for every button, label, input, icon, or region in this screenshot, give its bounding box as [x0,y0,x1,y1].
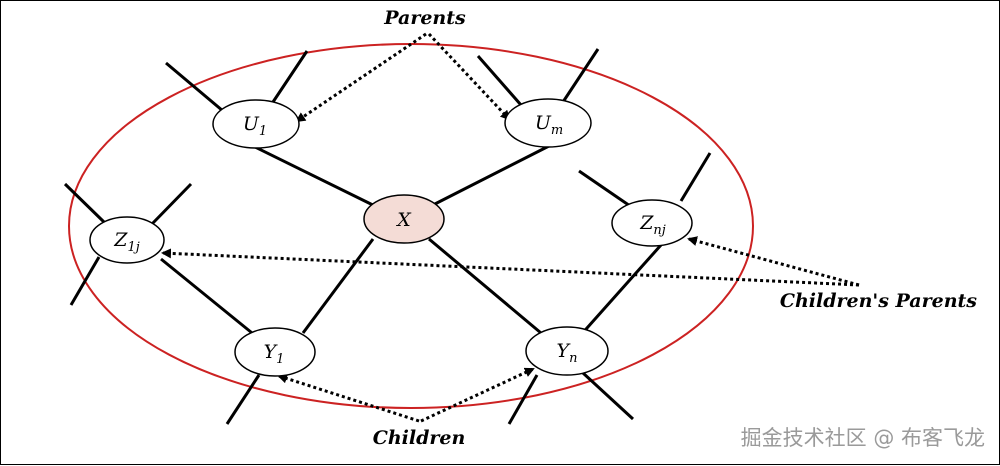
node-u1-label: U [243,113,260,135]
childrens-parents-arrow-znj [687,236,860,287]
stub-edge [165,61,224,113]
stub-edge [581,371,635,421]
node-y1-label: Y [264,341,279,363]
node-x: X [363,194,445,244]
svg-text:Um: Um [535,112,563,138]
node-y1-shape [234,327,316,377]
node-yn-shape [525,326,609,376]
edge-x-yn [428,237,542,335]
node-y1: Y1 [234,327,316,377]
node-znj-label: Z [639,212,654,234]
parents-arrow-um [427,32,511,121]
node-um: Um [504,98,592,148]
stub-edge [63,182,107,225]
stub-edge [679,152,712,202]
stub-edges [63,48,712,425]
node-znj: Znj [611,199,693,247]
edge-um-x [428,144,550,209]
children-label: Children [373,427,466,449]
svg-text:X: X [395,209,412,231]
node-y1-subscript: 1 [276,352,284,367]
node-u1: U1 [212,99,300,149]
edge-z1j-y1 [160,257,258,339]
svg-text:Z1j: Z1j [113,229,140,255]
node-u1-shape [212,99,300,149]
node-znj-shape [611,199,693,247]
node-u1-subscript: 1 [259,124,267,139]
stub-edge [69,256,101,306]
callout-arrows [161,32,860,423]
watermark-text: 掘金技术社区 @ 布客飞龙 [741,426,985,450]
svg-text:Y1: Y1 [264,341,285,367]
main-edges [160,144,663,339]
children-arrow-yn [420,367,535,423]
node-yn-subscript: n [569,351,577,366]
node-x-label: X [395,209,412,231]
svg-text:Znj: Znj [639,212,666,238]
stub-edge [578,169,634,210]
stub-edge [269,50,309,106]
stub-edge [476,55,523,106]
childrens-parents-arrow-z1j [161,248,860,287]
node-um-subscript: m [551,123,563,138]
node-yn: Yn [525,326,609,376]
edge-u1-x [252,144,382,211]
node-z1j: Z1j [89,216,165,264]
edge-znj-yn [577,244,663,338]
edge-x-y1 [301,238,375,334]
parents-label: Parents [383,7,466,29]
children-arrow-y1 [277,373,420,423]
childrens-parents-label: Children's Parents [780,290,977,312]
parents-arrow-u1 [295,32,427,123]
stub-edge [559,48,600,106]
svg-text:U1: U1 [243,113,267,139]
node-z1j-subscript: 1j [127,240,139,255]
node-z1j-label: Z [113,229,128,251]
node-yn-label: Y [557,340,572,362]
node-um-shape [504,98,592,148]
node-znj-subscript: nj [653,223,665,238]
stub-edge [225,374,261,425]
node-um-label: U [535,112,552,134]
node-x-shape [363,194,445,244]
svg-text:Yn: Yn [557,340,578,366]
stub-edge [149,182,193,227]
stub-edge [507,374,539,425]
node-z1j-shape [89,216,165,264]
